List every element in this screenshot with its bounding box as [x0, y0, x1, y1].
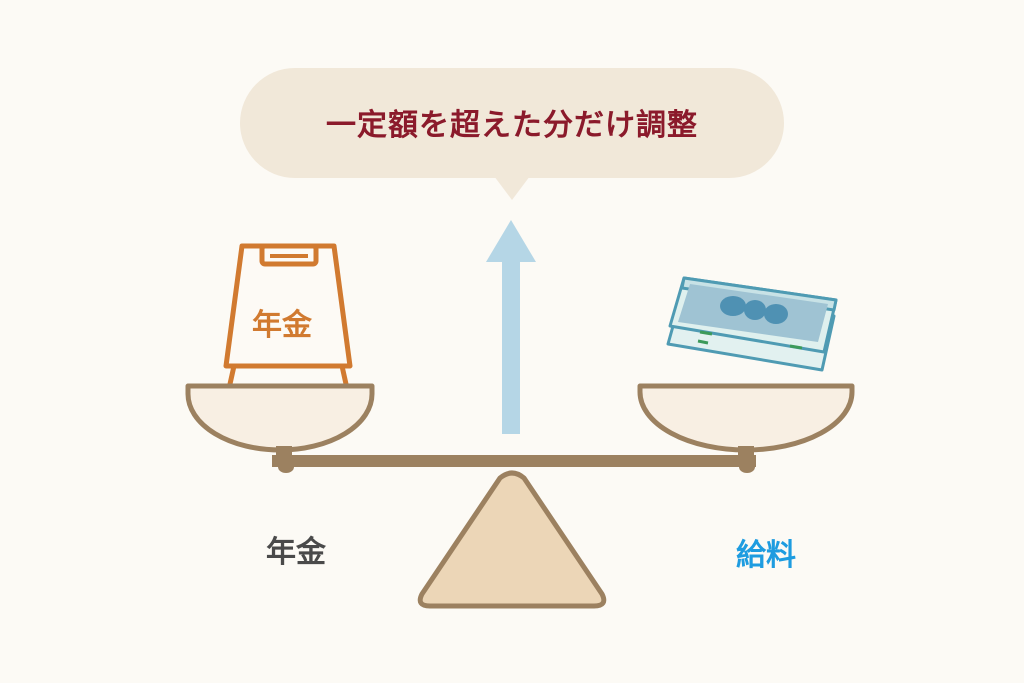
pension-sign-label: 年金	[252, 308, 312, 343]
left-scale-pan	[185, 383, 375, 458]
pension-label: 年金	[266, 535, 326, 570]
bubble-message: 一定額を超えた分だけ調整	[326, 108, 698, 143]
scale-fulcrum	[417, 470, 607, 609]
pension-sign-icon	[223, 243, 353, 385]
up-arrow-icon	[486, 220, 536, 434]
speech-bubble	[240, 68, 784, 200]
banknote-stack-icon	[666, 276, 838, 372]
scale-beam	[272, 455, 756, 473]
right-scale-pan	[637, 383, 855, 458]
salary-label: 給料	[736, 538, 796, 573]
